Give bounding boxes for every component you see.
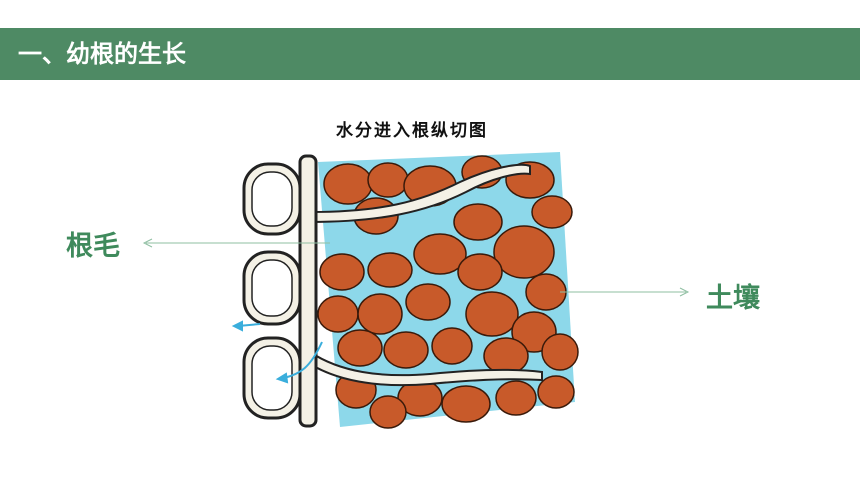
soil-particles [317,155,579,429]
water-flow-arrows [231,320,323,384]
soil-label: 土壤 [706,283,760,314]
root-cell-interiors [251,171,293,411]
root-section-illustration [231,152,579,429]
slide-title: 一、幼根的生长 [18,40,186,68]
root-section-figure: 水分进入根纵切图 [230,112,610,442]
title-bar: 一、幼根的生长 [0,28,860,80]
root-hair-label: 根毛 [66,231,120,262]
root-hairs [309,163,543,387]
figure-title: 水分进入根纵切图 [336,121,488,141]
root-hair-arrowhead [142,238,153,248]
soil-arrowhead [679,287,690,297]
